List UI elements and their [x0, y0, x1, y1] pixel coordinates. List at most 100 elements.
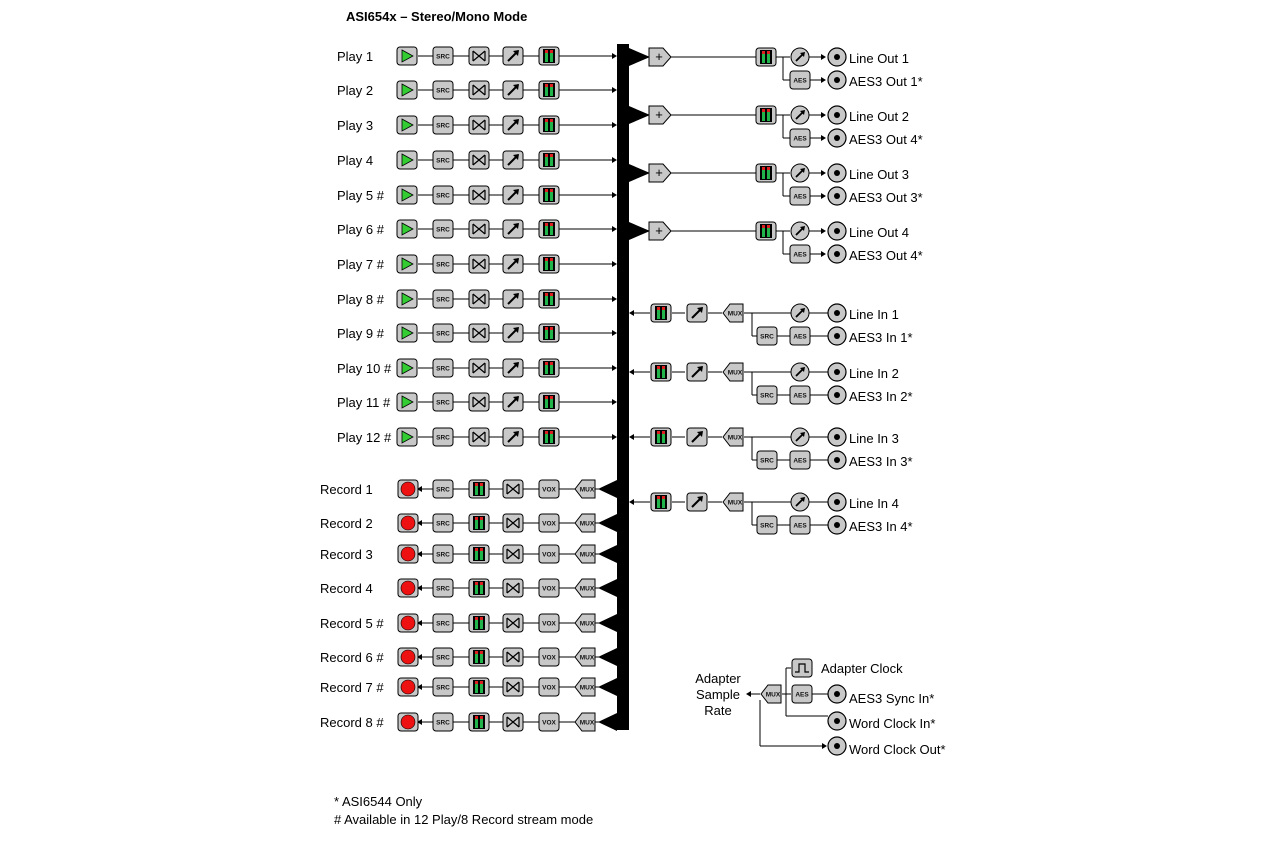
mixer-bowtie-icon: [468, 115, 490, 135]
src-icon: SRC: [432, 479, 454, 499]
src-icon: SRC: [756, 385, 778, 405]
aes-label: AES: [793, 194, 807, 201]
summer-plus-icon: +: [648, 47, 672, 67]
line-out-label: Line Out 2: [849, 109, 909, 124]
level-meter-icon: [538, 219, 560, 239]
aes-icon: AES: [789, 515, 811, 535]
record-label: Record 6 #: [320, 650, 384, 665]
aes3-out-label: AES3 Out 3*: [849, 190, 923, 205]
sum-label: +: [655, 49, 663, 64]
level-knob-icon: [790, 221, 810, 241]
line-out-label: Line Out 3: [849, 167, 909, 182]
vox-label: VOX: [542, 487, 556, 494]
sum-label: +: [655, 107, 663, 122]
src-icon: SRC: [432, 323, 454, 343]
play-label: Play 11 #: [337, 395, 391, 410]
mux-icon: MUX: [574, 578, 596, 598]
play-triangle-icon: [396, 219, 418, 239]
play-row: Play 6 #SRC: [337, 219, 617, 239]
aes3-in-label: AES3 In 4*: [849, 519, 913, 534]
connector-icon: [827, 427, 847, 447]
aes-label: AES: [793, 393, 807, 400]
mux-icon: MUX: [574, 613, 596, 633]
record-dot-icon: [397, 513, 419, 533]
aes-icon: AES: [791, 684, 813, 704]
src-label: SRC: [436, 193, 450, 200]
src-label: SRC: [436, 685, 450, 692]
play-triangle-icon: [396, 80, 418, 100]
level-meter-icon: [468, 544, 490, 564]
src-icon: SRC: [432, 219, 454, 239]
level-meter-icon: [468, 712, 490, 732]
summer-plus-icon: +: [648, 163, 672, 183]
play-row: Play 10 #SRC: [337, 358, 617, 378]
src-icon: SRC: [432, 427, 454, 447]
src-icon: SRC: [432, 613, 454, 633]
level-meter-icon: [755, 163, 777, 183]
connector-icon: [827, 70, 847, 90]
mixer-bus: [617, 44, 629, 730]
level-meter-icon: [538, 185, 560, 205]
volume-arrow-icon: [502, 392, 524, 412]
aes3-in-label: AES3 In 1*: [849, 330, 913, 345]
level-meter-icon: [650, 362, 672, 382]
src-icon: SRC: [432, 150, 454, 170]
aes3-in-label: AES3 In 2*: [849, 389, 913, 404]
src-label: SRC: [436, 586, 450, 593]
play-triangle-icon: [396, 185, 418, 205]
mixer-bowtie-icon: [502, 613, 524, 633]
play-row: Play 7 #SRC: [337, 254, 617, 274]
mux-label: MUX: [580, 685, 595, 692]
play-row: Play 9 #SRC: [337, 323, 617, 343]
level-knob-icon: [790, 163, 810, 183]
vox-label: VOX: [542, 552, 556, 559]
play-label: Play 2: [337, 83, 373, 98]
level-meter-icon: [538, 392, 560, 412]
src-label: SRC: [760, 334, 774, 341]
aes-label: AES: [793, 458, 807, 465]
src-icon: SRC: [432, 578, 454, 598]
vox-label: VOX: [542, 621, 556, 628]
play-label: Play 3: [337, 118, 373, 133]
summer-plus-icon: +: [648, 105, 672, 125]
level-knob-icon: [790, 303, 810, 323]
mixer-bowtie-icon: [468, 185, 490, 205]
level-meter-icon: [538, 254, 560, 274]
level-knob-icon: [790, 362, 810, 382]
src-label: SRC: [436, 297, 450, 304]
mux-label: MUX: [728, 435, 743, 442]
play-label: Play 10 #: [337, 361, 392, 376]
line-in-label: Line In 4: [849, 496, 899, 511]
aes3-sync-in-label: AES3 Sync In*: [849, 691, 934, 706]
aes-icon: AES: [789, 186, 811, 206]
src-label: SRC: [436, 521, 450, 528]
mux-icon: MUX: [722, 303, 744, 323]
clock-pulse-icon: [791, 658, 813, 678]
record-dot-icon: [397, 479, 419, 499]
connector-icon: [827, 385, 847, 405]
level-knob-icon: [790, 492, 810, 512]
connector-icon: [827, 711, 847, 731]
record-label: Record 7 #: [320, 680, 384, 695]
level-meter-icon: [468, 513, 490, 533]
vox-label: VOX: [542, 586, 556, 593]
vox-icon: VOX: [538, 578, 560, 598]
record-label: Record 5 #: [320, 616, 384, 631]
vox-icon: VOX: [538, 647, 560, 667]
mixer-bowtie-icon: [502, 513, 524, 533]
level-meter-icon: [538, 46, 560, 66]
level-meter-icon: [538, 323, 560, 343]
level-knob-icon: [790, 427, 810, 447]
record-dot-icon: [397, 578, 419, 598]
mux-label: MUX: [728, 370, 743, 377]
record-label: Record 1: [320, 482, 373, 497]
mux-label: MUX: [580, 552, 595, 559]
aes3-out-label: AES3 Out 1*: [849, 74, 923, 89]
mux-label: MUX: [728, 500, 743, 507]
